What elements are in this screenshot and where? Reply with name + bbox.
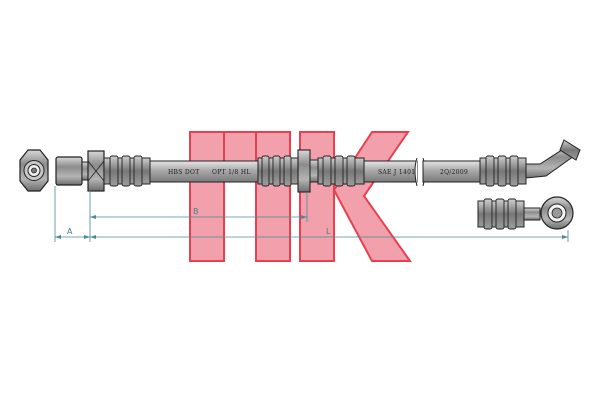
angled-tube-end (525, 139, 581, 179)
banjo-fitting-detail (477, 196, 574, 230)
crimp-ferrule-left (103, 155, 151, 187)
nk-logo: NK (189, 131, 412, 262)
hex-flange (87, 150, 105, 192)
middle-bracket-fitting (257, 149, 365, 193)
dimension-l-label: L (326, 227, 331, 236)
dimension-a-label: A (67, 227, 73, 236)
crimp-ferrule-right (479, 155, 527, 187)
hose-marking: OPT 1/8 HL (212, 169, 251, 176)
logo-letter-k (299, 131, 412, 262)
tube-nut (55, 156, 83, 186)
hose-marking: 2Q/2009 (440, 169, 468, 176)
hose-assembly: HBS DOT OPT 1/8 HL SAE J 1401 2Q/2009 (55, 139, 581, 193)
dimension-b-label: B (193, 207, 199, 216)
end-view-fitting (19, 149, 49, 192)
break-mark (414, 157, 418, 187)
dimension-arrows (55, 215, 568, 239)
hose-marking: HBS DOT (168, 169, 200, 176)
logo-letter-n (189, 131, 291, 262)
hose-marking: SAE J 1401 (378, 169, 415, 176)
